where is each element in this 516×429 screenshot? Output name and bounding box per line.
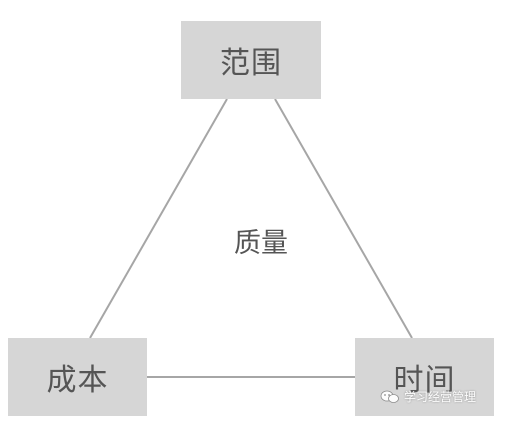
edge-top-left [89,98,228,339]
wechat-icon [380,390,399,403]
node-time-label: 时间 [393,363,456,398]
node-time: 时间 [355,338,494,416]
watermark-text: 学习经营管理 [404,390,477,404]
watermark: 学习经营管理 [380,388,476,405]
node-scope-label: 范围 [220,46,282,81]
node-cost-label: 成本 [46,363,109,398]
node-cost: 成本 [8,338,147,416]
center-quality-label: 质量 [234,228,288,259]
edge-top-right [274,98,413,339]
node-scope: 范围 [181,21,321,99]
